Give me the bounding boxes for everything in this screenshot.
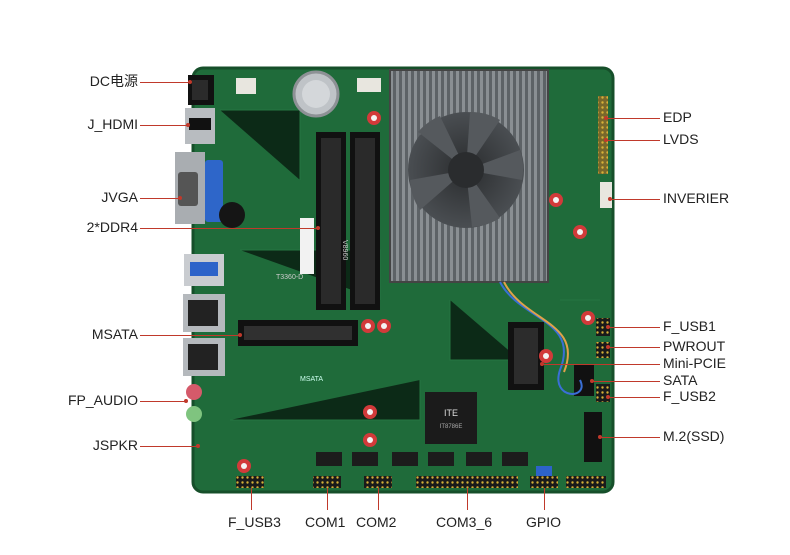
leader-fp-audio [140,401,186,402]
label-jspkr: JSPKR [92,437,138,453]
leader-msata [140,335,240,336]
gpio-header [530,476,558,488]
label-f-usb1: F_USB1 [663,318,716,334]
label-gpio: GPIO [526,514,562,530]
chip-model-text: IT8786E [440,424,463,430]
label-mini-pcie: Mini-PCIE [663,355,727,371]
ite-chip [425,392,477,444]
com1-header [313,476,341,488]
sticker-text: T3360-D [276,274,304,281]
leader-com2 [378,488,379,510]
label-lvds: LVDS [663,131,699,147]
leader-ddr4 [140,228,318,229]
label-com3-6: COM3_6 [436,514,493,530]
label-com2: COM2 [356,514,397,530]
sata-port [574,364,594,396]
label-msata: MSATA [91,326,138,342]
leader-pwrout [608,347,660,348]
leader-edp [606,118,660,119]
label-vga: JVGA [101,189,138,205]
label-ddr4: 2*DDR4 [86,219,138,235]
label-hdmi: J_HDMI [87,116,138,132]
leader-jspkr [140,446,198,447]
com3-6-header [416,476,518,488]
com2-header [364,476,392,488]
leader-gpio [544,488,545,510]
m2-slot [584,412,602,462]
leader-dc [140,82,190,83]
chip-brand-text: ITE [444,408,458,418]
label-dc-power: DC电源 [89,73,138,89]
leader-hdmi [140,125,188,126]
label-pwrout: PWROUT [663,338,726,354]
label-m2-ssd: M.2(SSD) [663,428,725,444]
leader-inverter [610,199,660,200]
leader-f-usb3 [251,488,252,510]
inverter-header [600,182,612,208]
f-usb3-header [236,476,264,488]
label-fp-audio: FP_AUDIO [67,392,138,408]
label-inverter: INVERIER [663,190,730,206]
leader-m2 [600,437,660,438]
leader-f-usb2 [608,397,660,398]
f-usb2-header [596,384,610,402]
leader-mini-pcie [542,364,660,365]
label-com1: COM1 [305,514,346,530]
label-edp: EDP [663,109,692,125]
leader-lvds [606,140,660,141]
leader-sata [592,381,660,382]
f-usb1-header [596,318,610,336]
leader-com1 [327,488,328,510]
label-f-usb3: F_USB3 [228,514,281,530]
label-sata: SATA [663,372,698,388]
msata-silkscreen: MSATA [300,376,324,383]
leader-com3-6 [467,488,468,510]
label-f-usb2: F_USB2 [663,388,716,404]
ram-model-text: V8960 [341,240,348,261]
leader-vga [140,198,180,199]
leader-f-usb1 [608,327,660,328]
